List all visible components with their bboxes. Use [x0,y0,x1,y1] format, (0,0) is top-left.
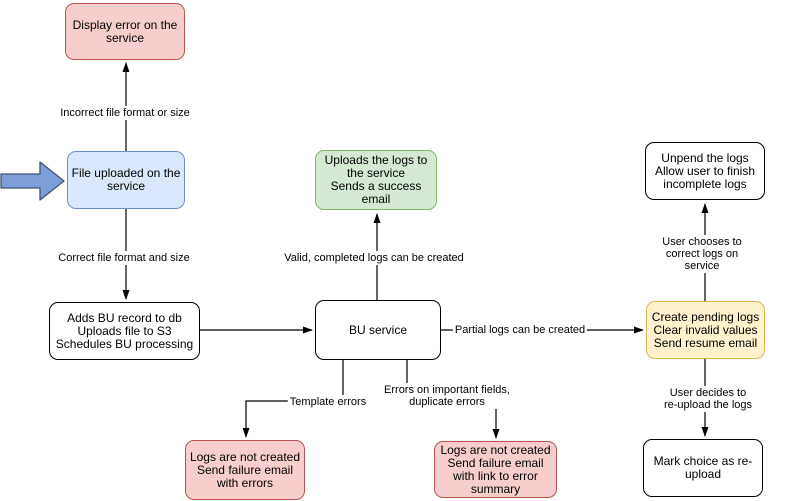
node-uploads-logs-success: Uploads the logs to the service Sends a … [315,150,437,210]
node-file-uploaded: File uploaded on the service [67,151,185,209]
edge-label-correct-file: Correct file format and size [56,251,192,265]
node-bu-service: BU service [315,300,441,360]
node-logs-not-created-summary: Logs are not created Send failure email … [434,441,557,498]
node-adds-bu-record: Adds BU record to db Uploads file to S3 … [49,302,200,360]
edge-label-partial-logs: Partial logs can be created [452,323,588,337]
edge-label-incorrect-file: Incorrect file format or size [58,106,192,120]
node-unpend-logs: Unpend the logs Allow user to finish inc… [645,142,765,200]
node-mark-reupload: Mark choice as re- upload [643,439,763,497]
edge-label-valid-logs: Valid, completed logs can be created [282,251,466,265]
edge-label-user-corrects: User chooses to correct logs on service [652,235,752,273]
input-arrow-icon [0,161,65,201]
edge-label-template-errors: Template errors [287,395,369,409]
node-display-error: Display error on the service [65,3,185,60]
edge-label-user-reuploads: User decides to re-upload the logs [661,386,755,412]
node-logs-not-created-errors: Logs are not created Send failure email … [185,440,305,500]
edge-label-important-field-errors: Errors on important fields, duplicate er… [382,383,512,409]
node-create-pending-logs: Create pending logs Clear invalid values… [646,301,765,359]
